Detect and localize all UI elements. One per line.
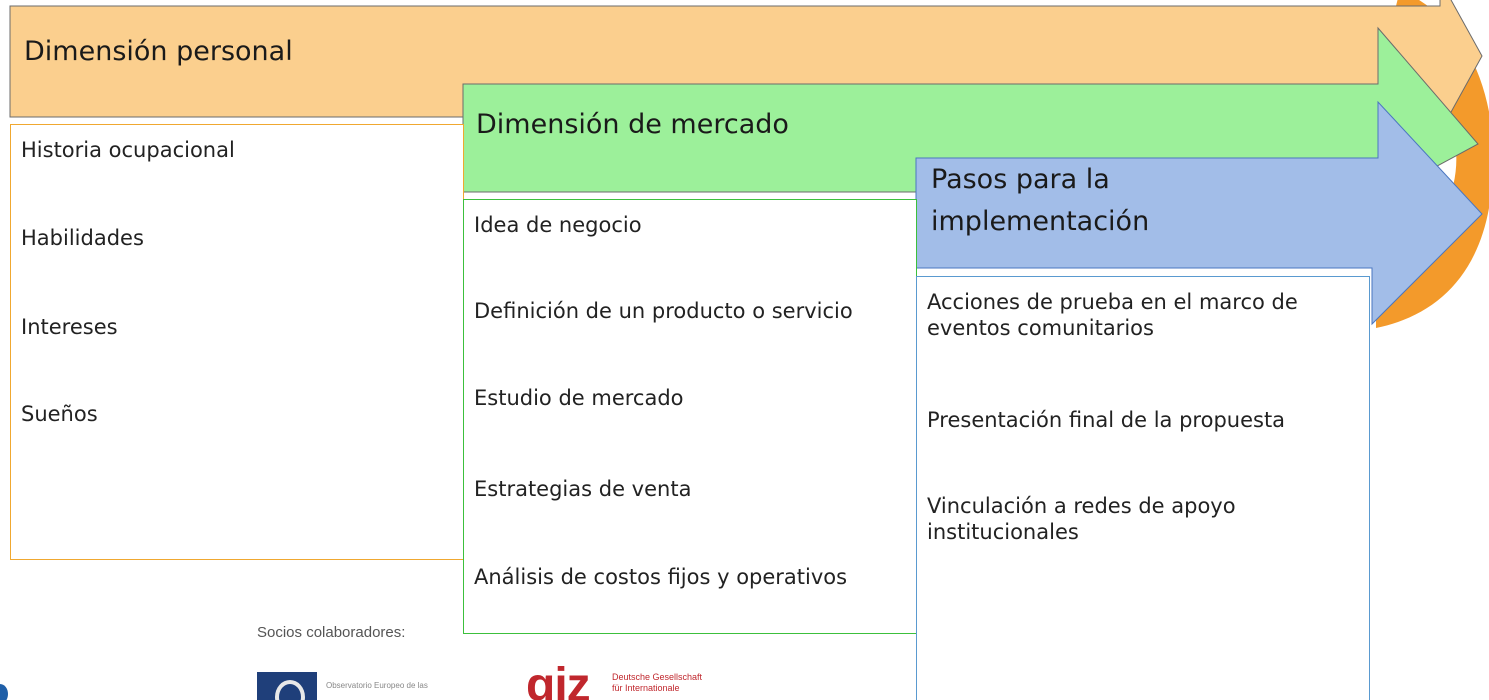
implementation-item: Presentación final de la propuesta bbox=[927, 408, 1286, 432]
partial-logo-edge bbox=[0, 684, 8, 700]
giz-logo: giz bbox=[526, 659, 591, 700]
personal-panel: Historia ocupacional Habilidades Interes… bbox=[10, 124, 464, 560]
implementation-arrow bbox=[915, 100, 1483, 326]
personal-item: Historia ocupacional bbox=[21, 138, 235, 162]
market-panel: Idea de negocio Definición de un product… bbox=[463, 199, 917, 634]
eu-observatory-logo-text: Observatorio Europeo de las bbox=[326, 681, 428, 690]
implementation-panel: Acciones de prueba en el marco de evento… bbox=[916, 276, 1370, 700]
personal-item: Sueños bbox=[21, 402, 98, 426]
eu-observatory-logo bbox=[257, 672, 317, 700]
implementation-title-line1: Pasos para la bbox=[931, 164, 1110, 195]
personal-item: Habilidades bbox=[21, 226, 144, 250]
market-item: Estudio de mercado bbox=[474, 386, 684, 410]
personal-dimension-title: Dimensión personal bbox=[24, 36, 293, 67]
market-item: Definición de un producto o servicio bbox=[474, 299, 853, 323]
market-item: Análisis de costos fijos y operativos bbox=[474, 565, 848, 589]
market-item: Estrategias de venta bbox=[474, 477, 692, 501]
implementation-item: Acciones de prueba en el marco de evento… bbox=[927, 290, 1298, 341]
partners-label: Socios colaboradores: bbox=[257, 624, 406, 641]
market-dimension-title: Dimensión de mercado bbox=[476, 109, 789, 140]
market-item: Idea de negocio bbox=[474, 213, 642, 237]
implementation-title-line2: implementación bbox=[931, 206, 1150, 237]
implementation-item: Vinculación a redes de apoyo institucion… bbox=[927, 494, 1236, 545]
personal-item: Intereses bbox=[21, 315, 118, 339]
giz-logo-text: Deutsche Gesellschaft für Internationale bbox=[612, 672, 703, 694]
